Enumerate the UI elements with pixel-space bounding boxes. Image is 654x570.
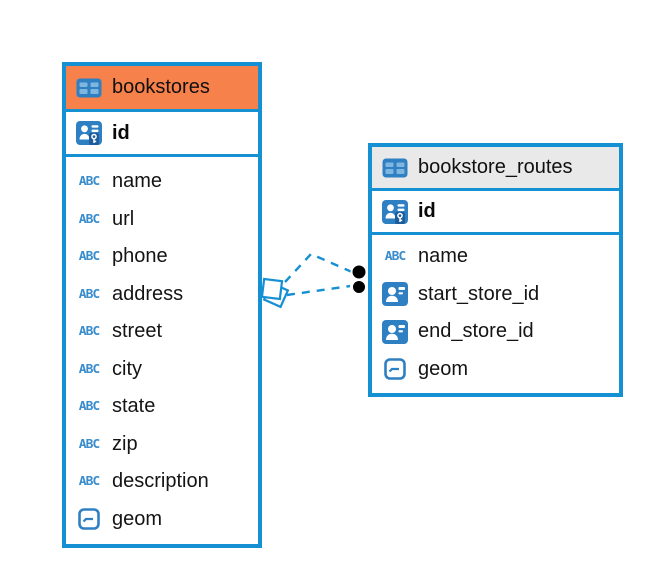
column-name: address: [112, 282, 184, 305]
column-name: phone: [112, 245, 168, 268]
table-icon: [74, 78, 104, 98]
reference-key-icon: [380, 319, 410, 344]
column-name: name: [418, 245, 469, 268]
column-name: geom: [418, 357, 469, 380]
column-name: zip: [112, 432, 138, 455]
table-bookstore-routes[interactable]: bookstore_routes id ABC: [368, 143, 623, 397]
column-name: name: [112, 170, 163, 193]
relationship-diamond-marker-front: [260, 277, 284, 301]
column-row[interactable]: ABC name: [372, 238, 619, 276]
column-row[interactable]: ABC description: [66, 463, 258, 501]
column-row[interactable]: geom: [66, 501, 258, 539]
primary-key-icon: [74, 121, 104, 145]
column-row[interactable]: end_store_id: [372, 313, 619, 351]
table-name: bookstores: [112, 76, 210, 98]
column-row[interactable]: geom: [372, 351, 619, 389]
columns-list: ABC name start_store_id: [372, 235, 619, 388]
text-type-icon: ABC: [78, 437, 100, 452]
table-bookstores[interactable]: bookstores id ABC: [62, 62, 262, 548]
column-row[interactable]: ABC name: [66, 163, 258, 201]
text-type-icon: ABC: [78, 399, 100, 414]
column-name: state: [112, 395, 156, 418]
relationship-line-2[interactable]: [286, 284, 351, 297]
columns-list: ABC name ABC url ABC phone ABC address A…: [66, 157, 258, 538]
column-name: city: [112, 357, 142, 380]
column-row[interactable]: ABC url: [66, 201, 258, 239]
column-name: url: [112, 207, 135, 230]
column-row[interactable]: ABC street: [66, 313, 258, 351]
table-bookstore-routes-header[interactable]: bookstore_routes: [372, 147, 619, 191]
text-type-icon: ABC: [78, 249, 100, 264]
primary-key-icon: [380, 199, 410, 224]
relationship-diamond-marker-back: [262, 281, 290, 309]
table-bookstores-header[interactable]: bookstores: [66, 66, 258, 112]
text-type-icon: ABC: [78, 212, 100, 227]
text-type-icon: ABC: [78, 174, 100, 189]
text-type-icon: ABC: [78, 362, 100, 377]
relationship-endpoint-dot-1: [350, 263, 368, 281]
column-row[interactable]: ABC address: [66, 276, 258, 314]
text-type-icon: ABC: [78, 324, 100, 339]
geometry-type-icon: [74, 508, 104, 531]
column-row[interactable]: ABC city: [66, 351, 258, 389]
column-name: id: [418, 200, 436, 222]
relationship-line-1[interactable]: [284, 252, 353, 283]
column-name: start_store_id: [418, 282, 540, 305]
column-name: id: [112, 121, 130, 144]
table-icon: [380, 158, 410, 178]
column-row[interactable]: ABC state: [66, 388, 258, 426]
text-type-icon: ABC: [78, 287, 100, 302]
text-type-icon: ABC: [384, 249, 406, 264]
column-row[interactable]: start_store_id: [372, 276, 619, 314]
reference-key-icon: [380, 282, 410, 307]
column-row-id[interactable]: id: [372, 191, 619, 235]
text-type-icon: ABC: [78, 474, 100, 489]
table-name: bookstore_routes: [418, 156, 573, 178]
geometry-type-icon: [380, 358, 410, 381]
column-row-id[interactable]: id: [66, 112, 258, 157]
column-row[interactable]: ABC zip: [66, 426, 258, 464]
column-name: end_store_id: [418, 320, 534, 343]
column-name: street: [112, 320, 163, 343]
relationship-endpoint-dot-2: [351, 279, 367, 295]
column-row[interactable]: ABC phone: [66, 238, 258, 276]
column-name: geom: [112, 507, 163, 530]
column-name: description: [112, 470, 209, 493]
